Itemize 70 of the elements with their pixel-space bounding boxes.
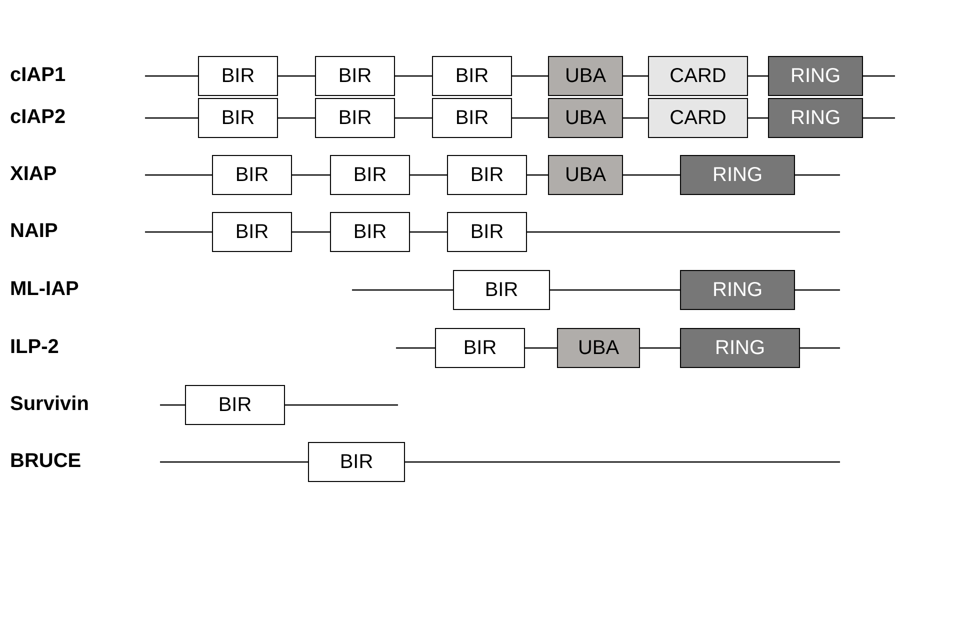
domain-box: BIR [432,98,512,138]
protein-name: BRUCE [10,450,82,473]
connector-line [292,174,330,176]
connector-line [405,461,840,463]
connector-line [863,117,895,119]
connector-line [160,461,308,463]
domain-box: CARD [648,56,748,96]
connector-line [527,174,548,176]
connector-line [623,117,648,119]
connector-line [395,75,432,77]
connector-line [795,174,840,176]
connector-line [527,231,840,233]
domain-box: BIR [432,56,512,96]
domain-box: BIR [453,270,550,310]
connector-line [145,117,198,119]
protein-name: cIAP1 [10,64,66,87]
connector-line [410,174,447,176]
domain-box: BIR [447,212,527,252]
domain-box: UBA [548,98,623,138]
protein-name: cIAP2 [10,106,66,129]
domain-box: UBA [548,155,623,195]
protein-name: Survivin [10,393,89,416]
connector-line [512,117,548,119]
connector-line [292,231,330,233]
domain-box: BIR [330,212,410,252]
connector-line [748,117,768,119]
connector-line [748,75,768,77]
domain-box: BIR [435,328,525,368]
connector-line [145,231,212,233]
connector-line [145,174,212,176]
domain-box: RING [680,155,795,195]
connector-line [396,347,435,349]
domain-box: BIR [212,212,292,252]
connector-line [550,289,680,291]
connector-line [640,347,680,349]
protein-name: ILP-2 [10,336,59,359]
domain-box: UBA [548,56,623,96]
domain-box: BIR [185,385,285,425]
domain-box: UBA [557,328,640,368]
connector-line [395,117,432,119]
domain-box: BIR [212,155,292,195]
domain-box: BIR [198,56,278,96]
connector-line [278,117,315,119]
connector-line [145,75,198,77]
protein-name: XIAP [10,163,57,186]
connector-line [795,289,840,291]
connector-line [863,75,895,77]
connector-line [525,347,557,349]
domain-box: CARD [648,98,748,138]
domain-box: BIR [330,155,410,195]
domain-box: RING [680,328,800,368]
connector-line [512,75,548,77]
connector-line [352,289,453,291]
domain-box: BIR [447,155,527,195]
domain-box: RING [768,56,863,96]
domain-box: BIR [308,442,405,482]
connector-line [623,75,648,77]
connector-line [160,404,185,406]
domain-box: BIR [315,56,395,96]
domain-box: RING [768,98,863,138]
connector-line [278,75,315,77]
connector-line [410,231,447,233]
connector-line [285,404,398,406]
connector-line [623,174,680,176]
domain-box: BIR [198,98,278,138]
domain-box: BIR [315,98,395,138]
protein-name: ML-IAP [10,278,79,301]
domain-box: RING [680,270,795,310]
connector-line [800,347,840,349]
protein-name: NAIP [10,220,58,243]
